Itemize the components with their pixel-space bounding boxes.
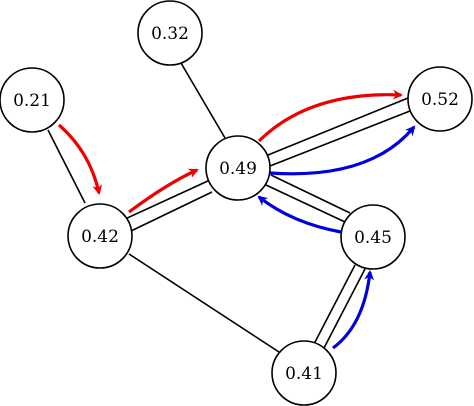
node-052-circle [407, 66, 473, 132]
node-045-circle [340, 204, 406, 270]
node-052: 0.52 [407, 66, 473, 132]
node-042-circle [67, 203, 133, 269]
blue-path [257, 125, 416, 350]
node-045: 0.45 [340, 204, 406, 270]
edge-021-042 [47, 129, 86, 204]
node-041-label: 0.41 [285, 364, 323, 384]
blue-arrow-045-049 [257, 195, 342, 234]
edge-032-049 [180, 62, 226, 139]
node-049: 0.49 [205, 135, 271, 201]
node-045-label: 0.45 [354, 228, 392, 248]
red-arrow-021-042 [57, 123, 103, 195]
node-032-label: 0.32 [151, 24, 189, 44]
edge-049-052-a [267, 97, 409, 156]
edge-041-045-b [323, 268, 366, 349]
edge-041-045-a [313, 264, 356, 345]
node-021: 0.21 [0, 67, 65, 133]
edge-042-049-a [124, 179, 211, 220]
red-path [57, 89, 403, 214]
edges [47, 62, 411, 353]
node-032: 0.32 [137, 0, 203, 66]
node-041: 0.41 [271, 340, 337, 406]
blue-arrow-049-052 [269, 125, 416, 176]
red-arrow-049-052 [257, 89, 403, 143]
node-021-label: 0.21 [13, 91, 51, 111]
node-032-circle [137, 0, 203, 66]
node-021-circle [0, 67, 65, 133]
node-049-label: 0.49 [219, 159, 257, 179]
edge-042-041 [128, 253, 280, 353]
red-arrow-042-049 [128, 168, 199, 214]
node-042: 0.42 [67, 203, 133, 269]
blue-arrow-041-045 [332, 270, 375, 350]
node-041-circle [271, 340, 337, 406]
edge-049-045-b [270, 174, 351, 214]
node-049-circle [205, 135, 271, 201]
node-052-label: 0.52 [421, 90, 459, 110]
node-042-label: 0.42 [81, 227, 119, 247]
edge-042-049-b [130, 191, 213, 232]
edge-049-045-a [265, 184, 346, 223]
edge-049-052-b [269, 110, 411, 167]
